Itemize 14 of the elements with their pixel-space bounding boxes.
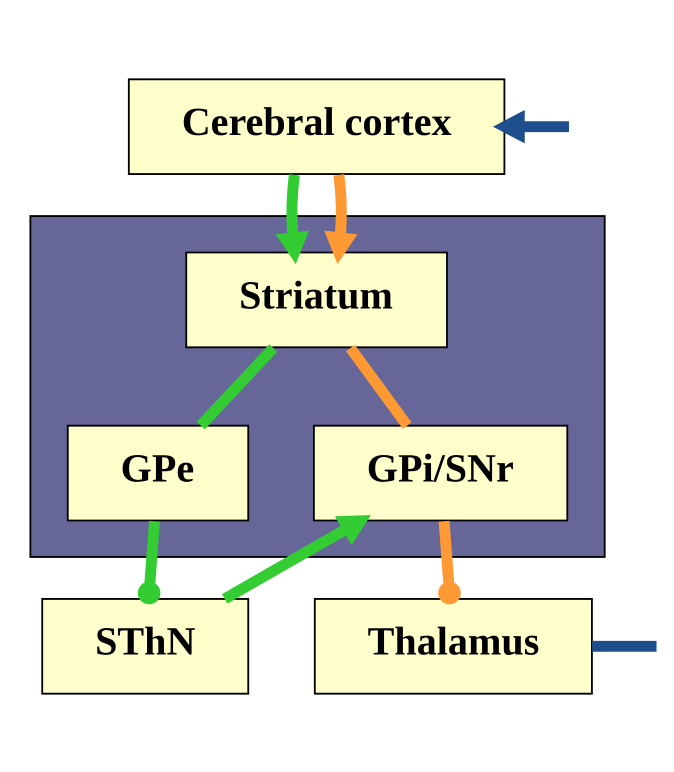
node-box: SThN [41,597,250,694]
connector [592,640,657,652]
connector [438,520,461,604]
connector [138,520,160,604]
node-box: Cerebral cortex [128,78,506,175]
node-box: GPi/SNr [312,424,568,521]
node-box: GPe [66,424,250,521]
node-box: Thalamus [314,597,593,694]
connector [196,344,278,429]
node-box: Striatum [185,251,448,348]
arrow [492,110,570,143]
cluster [29,214,606,558]
connector [346,344,412,428]
arrow [222,514,371,604]
